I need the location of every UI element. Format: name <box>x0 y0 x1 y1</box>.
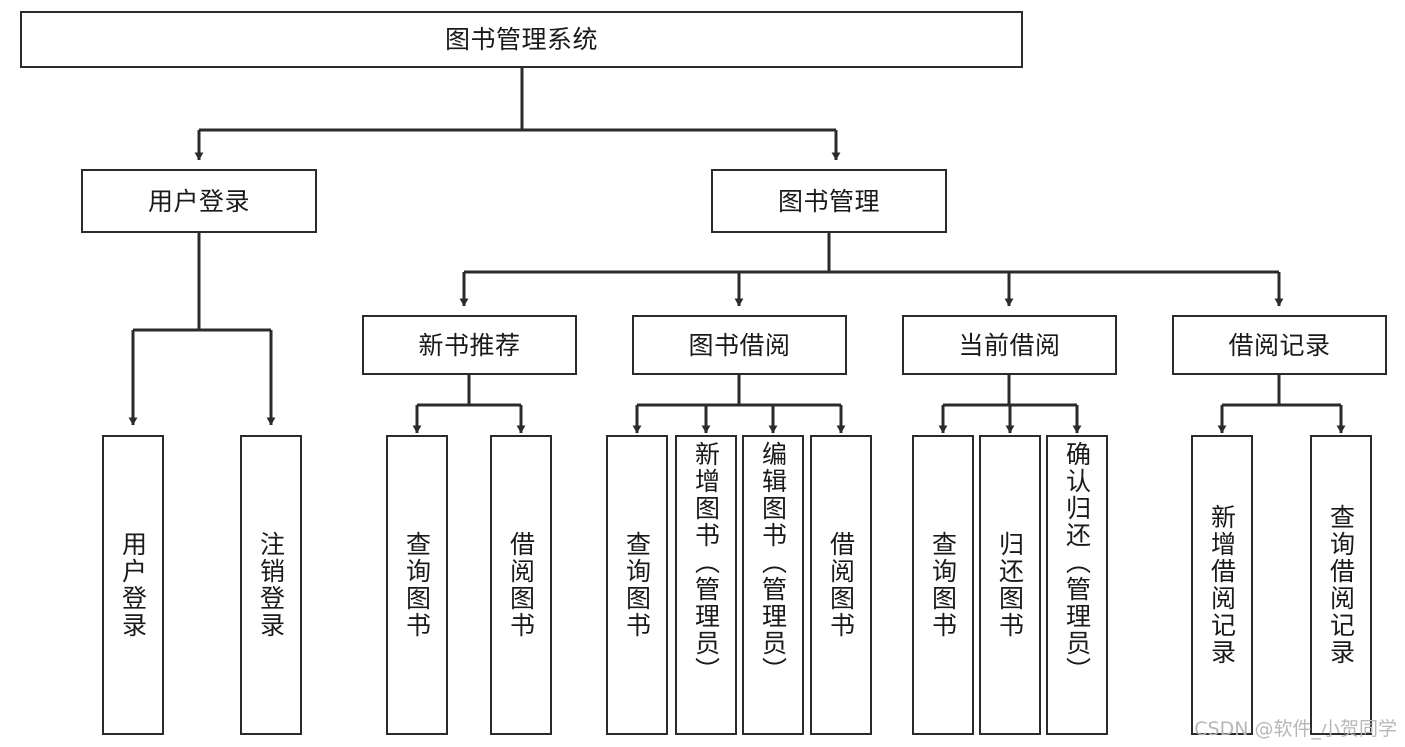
node-new-book-recommend-label: 新书推荐 <box>418 330 521 360</box>
leaf-query-book-3[interactable]: 查询图书 <box>912 435 974 735</box>
leaf-edit-book-label: 编辑图书（管理员） <box>758 441 788 684</box>
leaf-query-record-label: 查询借阅记录 <box>1326 504 1356 666</box>
leaf-borrow-book-1[interactable]: 借阅图书 <box>490 435 552 735</box>
node-user-login-label: 用户登录 <box>147 186 250 216</box>
node-current-borrow-label: 当前借阅 <box>958 330 1061 360</box>
leaf-return-book-label: 归还图书 <box>995 531 1025 639</box>
node-book-borrow[interactable]: 图书借阅 <box>632 315 847 375</box>
node-book-manage[interactable]: 图书管理 <box>711 169 947 233</box>
node-book-manage-label: 图书管理 <box>777 186 880 216</box>
leaf-query-book-2[interactable]: 查询图书 <box>606 435 668 735</box>
node-book-borrow-label: 图书借阅 <box>688 330 791 360</box>
leaf-add-book[interactable]: 新增图书（管理员） <box>675 435 737 735</box>
leaf-add-record[interactable]: 新增借阅记录 <box>1191 435 1253 735</box>
leaf-confirm-return[interactable]: 确认归还（管理员） <box>1046 435 1108 735</box>
node-root-label: 图书管理系统 <box>444 25 598 54</box>
leaf-logout-login[interactable]: 注销登录 <box>240 435 302 735</box>
leaf-borrow-book-2-label: 借阅图书 <box>826 531 856 639</box>
leaf-user-login[interactable]: 用户登录 <box>102 435 164 735</box>
leaf-add-book-label: 新增图书（管理员） <box>691 441 721 684</box>
leaf-return-book[interactable]: 归还图书 <box>979 435 1041 735</box>
node-user-login[interactable]: 用户登录 <box>81 169 317 233</box>
node-root[interactable]: 图书管理系统 <box>20 11 1023 68</box>
leaf-query-book-1[interactable]: 查询图书 <box>386 435 448 735</box>
node-borrow-record-label: 借阅记录 <box>1228 330 1331 360</box>
leaf-edit-book[interactable]: 编辑图书（管理员） <box>742 435 804 735</box>
leaf-add-record-label: 新增借阅记录 <box>1207 504 1237 666</box>
node-current-borrow[interactable]: 当前借阅 <box>902 315 1117 375</box>
node-new-book-recommend[interactable]: 新书推荐 <box>362 315 577 375</box>
leaf-query-book-1-label: 查询图书 <box>402 531 432 639</box>
node-borrow-record[interactable]: 借阅记录 <box>1172 315 1387 375</box>
leaf-query-book-2-label: 查询图书 <box>622 531 652 639</box>
leaf-logout-login-label: 注销登录 <box>256 531 286 639</box>
leaf-borrow-book-1-label: 借阅图书 <box>506 531 536 639</box>
leaf-query-book-3-label: 查询图书 <box>928 531 958 639</box>
watermark-text: CSDN @软件_小贺同学 <box>1194 718 1397 740</box>
leaf-confirm-return-label: 确认归还（管理员） <box>1062 441 1092 684</box>
leaf-query-record[interactable]: 查询借阅记录 <box>1310 435 1372 735</box>
leaf-user-login-label: 用户登录 <box>118 531 148 639</box>
leaf-borrow-book-2[interactable]: 借阅图书 <box>810 435 872 735</box>
